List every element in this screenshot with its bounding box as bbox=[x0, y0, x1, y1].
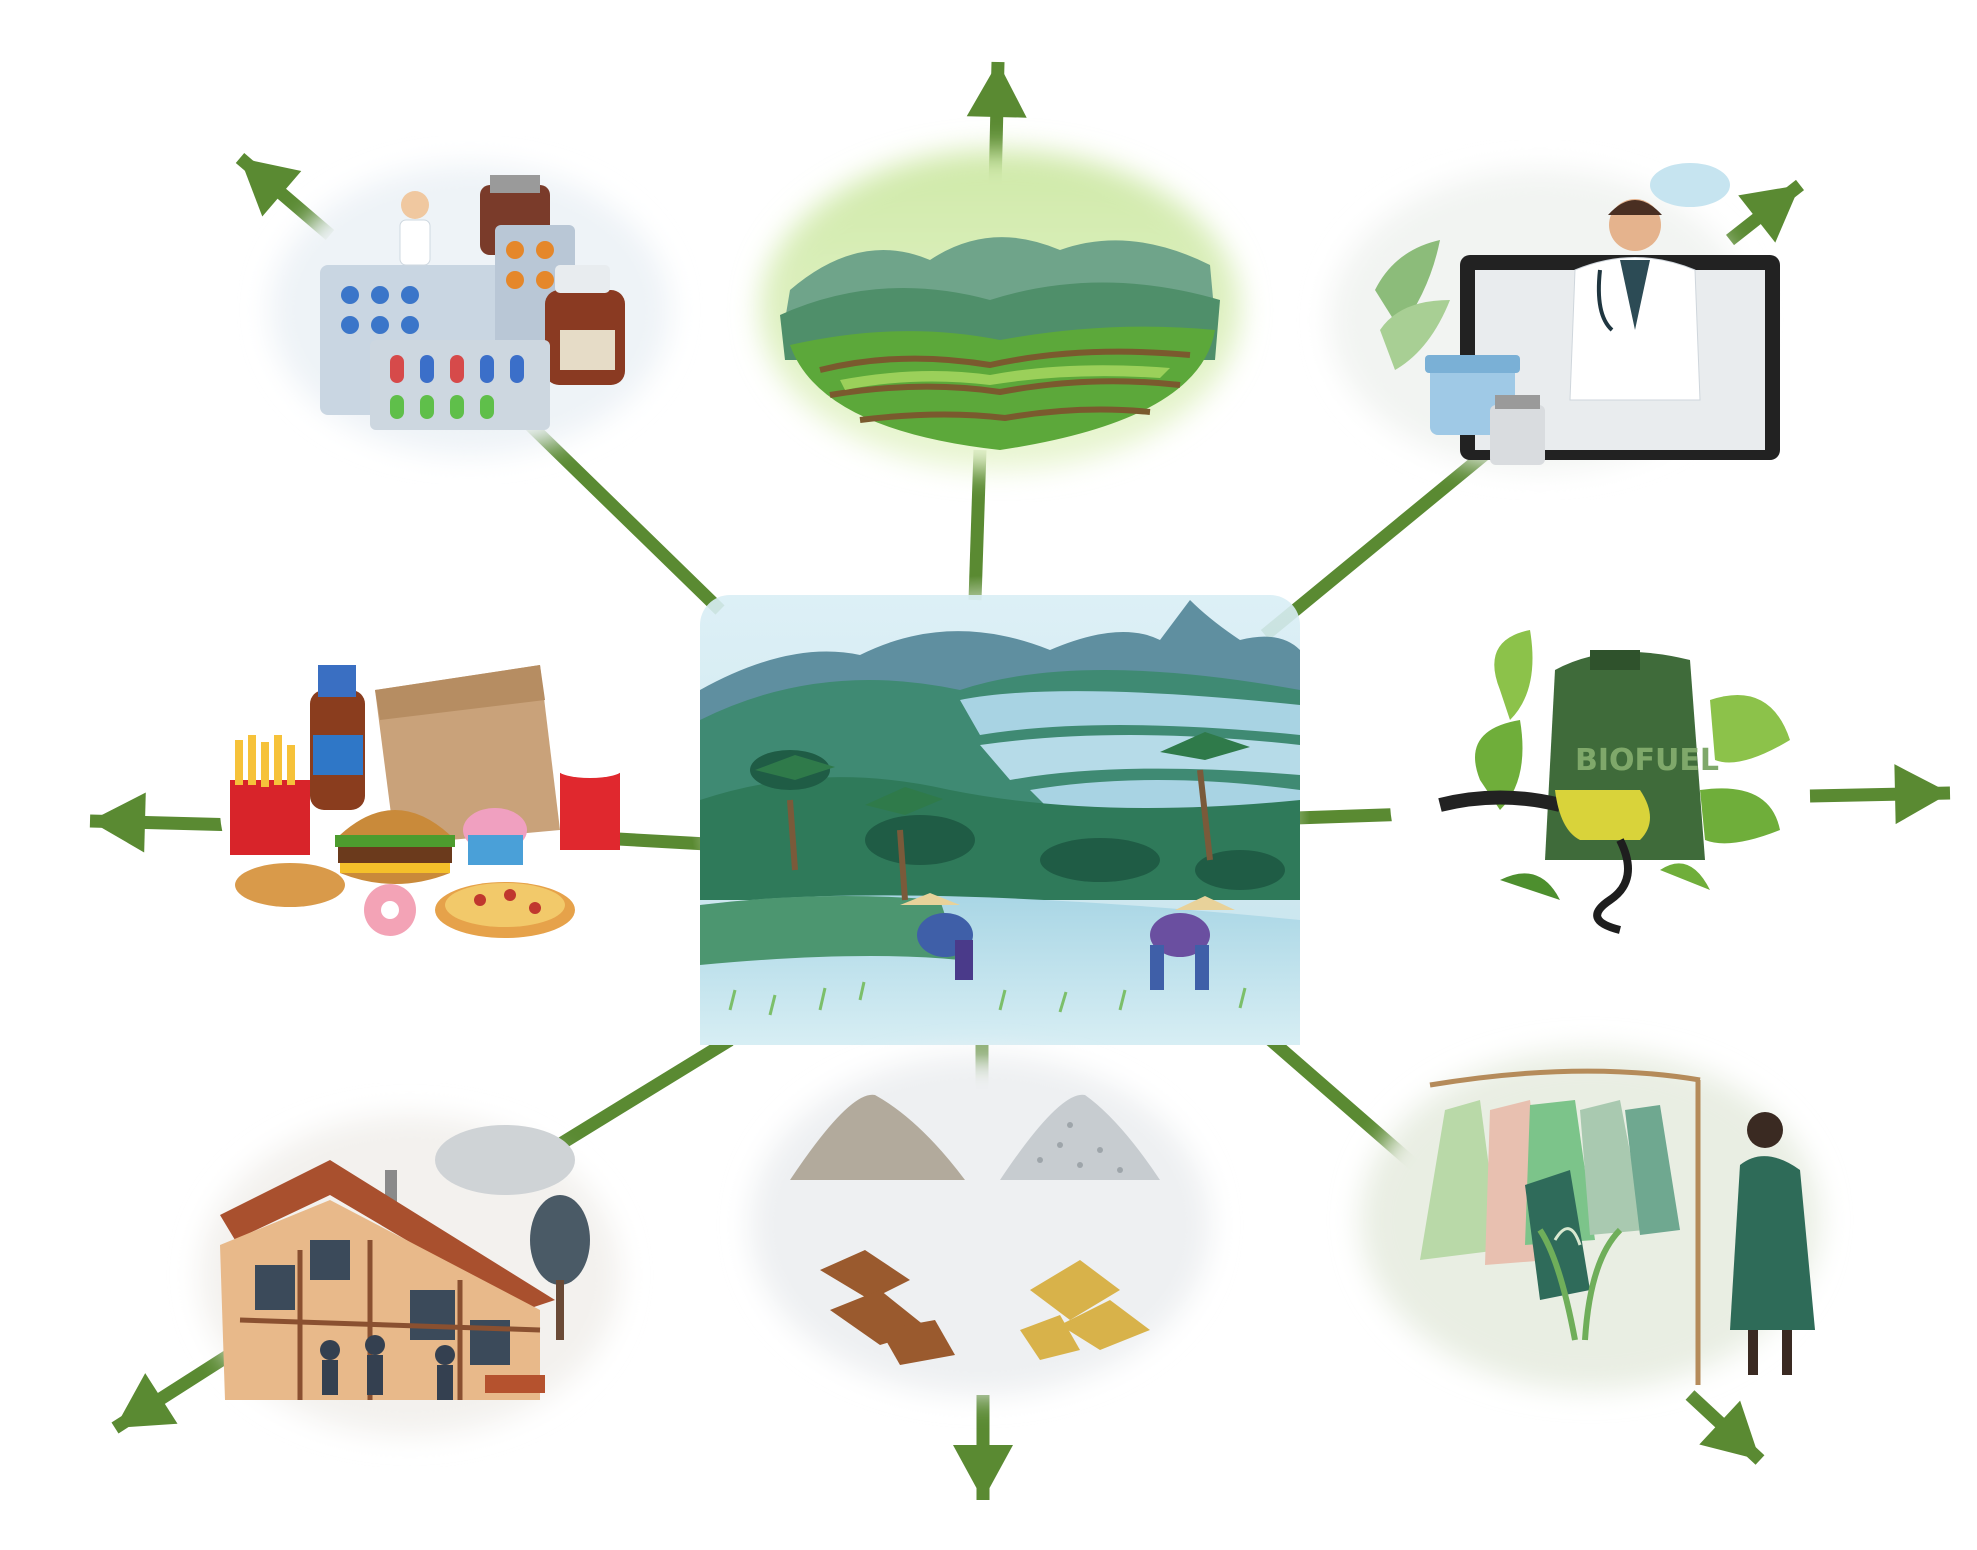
farmer-figure bbox=[1150, 896, 1235, 990]
fast-food-arrowhead bbox=[90, 792, 146, 853]
construction-house-arrowhead bbox=[115, 1373, 178, 1428]
telemedicine-doctor-illustration bbox=[1330, 163, 1780, 470]
building-materials-illustration bbox=[750, 1055, 1210, 1395]
biofuel-arrowhead bbox=[1894, 764, 1950, 825]
rice-terrace-landscape-illustration bbox=[760, 150, 1240, 470]
center-rice-paddy-illustration bbox=[690, 575, 1310, 1055]
arrowheads bbox=[90, 62, 1950, 1500]
sustainable-clothing-arrowhead bbox=[1699, 1400, 1760, 1460]
pharmaceuticals-connector-inner bbox=[525, 420, 725, 615]
biofuel-illustration: BIOFUEL bbox=[1390, 630, 1790, 950]
sustainable-clothing-illustration bbox=[1360, 1050, 1820, 1390]
construction-house-illustration bbox=[200, 1115, 620, 1435]
telemedicine-doctor-arrowhead bbox=[1738, 185, 1800, 243]
biofuel-label: BIOFUEL bbox=[1575, 743, 1719, 778]
building-materials-arrowhead bbox=[953, 1445, 1013, 1500]
rice-terrace-landscape-arrowhead bbox=[966, 62, 1027, 118]
pharmaceuticals-arrowhead bbox=[240, 158, 302, 217]
farmer-figure bbox=[900, 893, 973, 980]
fast-food-illustration bbox=[220, 665, 622, 950]
pharmaceuticals-illustration bbox=[270, 165, 670, 455]
